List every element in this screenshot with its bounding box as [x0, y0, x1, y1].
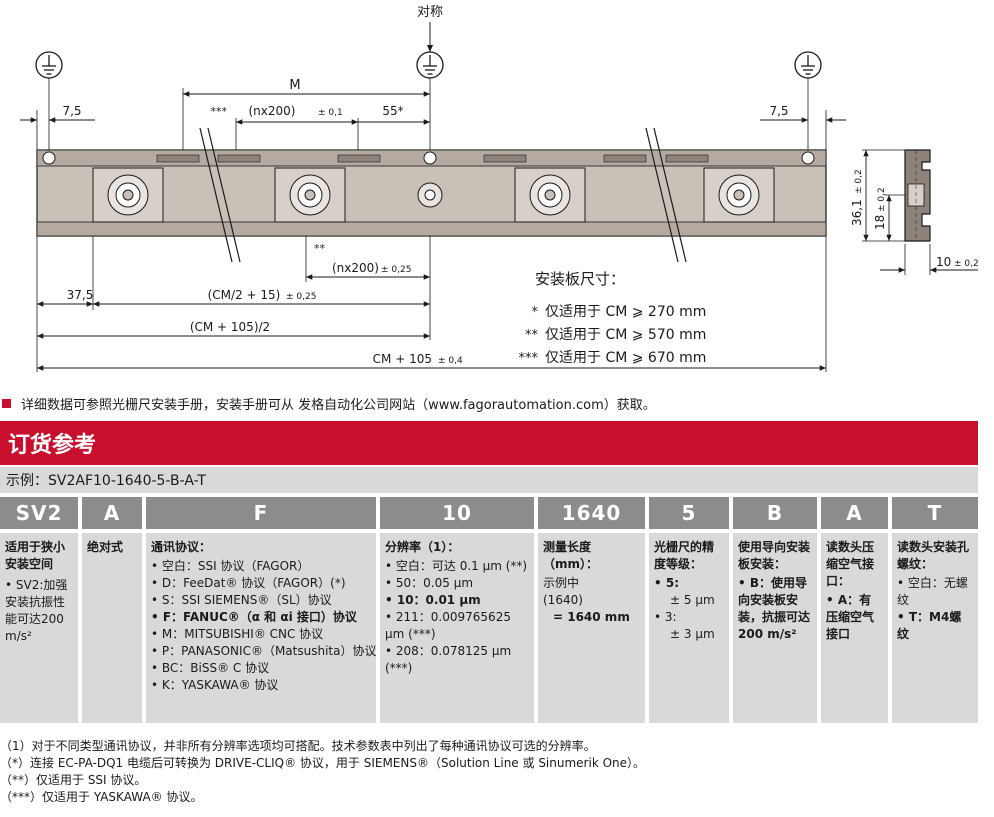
- plate-row-text: 仅适用于 CM ⩾ 670 mm: [545, 350, 706, 366]
- dim-m: M: [289, 78, 300, 93]
- column-line: • 3:: [654, 610, 677, 624]
- column-code: T: [892, 497, 978, 529]
- column-title: 使用导向安装板安装：: [738, 540, 811, 571]
- column-title: 分辨率（1）：: [385, 540, 460, 554]
- column-title: 读数头安装孔螺纹：: [897, 540, 970, 571]
- plate-row-mark: ***: [519, 351, 539, 366]
- side-361-tol: ± 0,2: [854, 169, 864, 194]
- footnotes: （1）对于不同类型通讯协议，并非所有分辨率选项均可搭配。技术参数表中列出了每种通…: [0, 738, 645, 806]
- ground-icon-center: [416, 51, 444, 79]
- column-line: • S：SSI SIEMENS®（SL）协议: [151, 593, 332, 607]
- column-line: • T：M4螺纹: [897, 610, 962, 641]
- column-line: • 211：0.009765625 µm (***): [385, 610, 511, 641]
- dim-375: 37,5: [67, 288, 94, 302]
- note-text: 详细数据可参照光栅尺安装手册，安装手册可从 发格自动化公司网站（www.fago…: [21, 397, 656, 413]
- column-line: • D：FeeDat® 协议（FAGOR）(*): [151, 576, 346, 590]
- column-line: • 50：0.05 µm: [385, 576, 474, 590]
- column-line: • 空白：SSI 协议（FAGOR）: [151, 559, 310, 573]
- column-line: ± 3 µm: [670, 627, 715, 641]
- column-line: • B：使用导向安装板安装，抗振可达200 m/s²: [738, 576, 811, 641]
- column-code: 1640: [538, 497, 645, 529]
- footnote: （1）对于不同类型通讯协议，并非所有分辨率选项均可搭配。技术参数表中列出了每种通…: [0, 739, 596, 753]
- column-line: • P：PANASONIC®（Matsushita）协议: [151, 644, 377, 658]
- column-length: 1640 测量长度（mm）： 示例中 (1640) = 1640 mm: [538, 497, 645, 723]
- footnote: （**）仅适用于 SSI 协议。: [0, 773, 147, 787]
- column-protocol: F 通讯协议： • 空白：SSI 协议（FAGOR） • D：FeeDat® 协…: [146, 497, 376, 723]
- plate-row-mark: **: [525, 328, 539, 343]
- column-code: A: [82, 497, 142, 529]
- column-air-inlet: A 读数头压缩空气接口： • A：有压缩空气接口: [821, 497, 888, 723]
- section-title: 订货参考: [0, 421, 978, 465]
- dim-55: 55*: [382, 104, 403, 118]
- column-line: • M：MITSUBISHI® CNC 协议: [151, 627, 324, 641]
- red-square-icon: [2, 398, 11, 408]
- column-line: • A：有压缩空气接口: [826, 593, 875, 641]
- side-profile: [904, 149, 931, 242]
- side-10-tol: ± 0,2: [954, 259, 979, 269]
- column-line: • F：FANUC®（α 和 αi 接口）协议: [151, 610, 357, 624]
- column-resolution: 10 分辨率（1）： • 空白：可达 0.1 µm (**) • 50：0.05…: [380, 497, 534, 723]
- column-code: F: [146, 497, 376, 529]
- download-note: 详细数据可参照光栅尺安装手册，安装手册可从 发格自动化公司网站（www.fago…: [0, 392, 656, 414]
- column-line: • 空白：可达 0.1 µm (**): [385, 559, 528, 573]
- order-example: 示例：SV2AF10-1640-5-B-A-T: [0, 467, 978, 493]
- column-thread: T 读数头安装孔螺纹： • 空白：无螺纹 • T：M4螺纹: [892, 497, 978, 723]
- dim-cm105-2: (CM + 105)/2: [190, 320, 270, 334]
- plate-row-text: 仅适用于 CM ⩾ 570 mm: [545, 327, 706, 343]
- side-18-tol: ± 0,2: [877, 187, 887, 212]
- symmetry-label: 对称: [417, 5, 443, 20]
- column-line: 示例中: [543, 576, 580, 590]
- dim-nx200-bottom: (nx200): [332, 261, 379, 275]
- column-line: = 1640 mm: [553, 610, 630, 624]
- column-mounting: B 使用导向安装板安装： • B：使用导向安装板安装，抗振可达200 m/s²: [733, 497, 817, 723]
- column-line: • 5:: [654, 576, 679, 590]
- column-title: 读数头压缩空气接口：: [826, 540, 875, 588]
- column-line: • 208：0.078125 µm (***): [385, 644, 512, 675]
- column-code: B: [733, 497, 817, 529]
- column-line: • SV2:加强安装抗振性能可达200 m/s²: [5, 578, 68, 643]
- plate-row-text: 仅适用于 CM ⩾ 270 mm: [545, 304, 706, 320]
- column-title: 通讯协议：: [151, 540, 212, 554]
- footnote: （***）仅适用于 YASKAWA® 协议。: [0, 790, 203, 804]
- dim-nx200-bottom-tol: ± 0,25: [381, 265, 411, 275]
- column-title: 绝对式: [87, 540, 124, 554]
- dim-cm2-15: (CM/2 + 15): [208, 288, 281, 302]
- plate-row-mark: *: [532, 305, 539, 320]
- plate-title: 安装板尺寸：: [535, 270, 625, 288]
- column-line: ± 5 µm: [670, 593, 715, 607]
- dimension-drawing: 对称 M 7,5 7,5 *** (nx200) ± 0,1 55*: [20, 5, 979, 372]
- ground-icon-left: [35, 51, 63, 79]
- order-code-grid: SV2 适用于狭小安装空间 • SV2:加强安装抗振性能可达200 m/s² A…: [0, 497, 978, 723]
- column-line: (1640): [543, 593, 583, 607]
- dim-nx200-top: (nx200): [249, 104, 296, 118]
- ground-icon-right: [794, 51, 822, 79]
- dim-double-star: **: [314, 242, 326, 255]
- dim-cm105: CM + 105: [373, 352, 432, 366]
- side-361: 36,1: [850, 199, 864, 226]
- side-18: 18: [873, 215, 887, 230]
- dim-left-75: 7,5: [62, 104, 81, 118]
- dim-cm105-tol: ± 0,4: [438, 356, 463, 366]
- column-code: 10: [380, 497, 534, 529]
- dim-right-75: 7,5: [769, 104, 788, 118]
- dim-cm2-15-tol: ± 0,25: [286, 292, 316, 302]
- column-line: • BC：BiSS® C 协议: [151, 661, 270, 675]
- column-code: A: [821, 497, 888, 529]
- column-title: 光栅尺的精度等级：: [654, 540, 715, 571]
- column-code: SV2: [0, 497, 78, 529]
- scale-body: [36, 149, 827, 237]
- column-title: 适用于狭小安装空间: [5, 540, 66, 571]
- column-title: 测量长度（mm）：: [543, 540, 599, 571]
- column-line: • K：YASKAWA® 协议: [151, 678, 279, 692]
- dim-nx200-top-tol: ± 0,1: [318, 108, 343, 118]
- column-sv2: SV2 适用于狭小安装空间 • SV2:加强安装抗振性能可达200 m/s²: [0, 497, 78, 723]
- dim-nx200-top-prefix: ***: [211, 105, 228, 118]
- footnote: （*）连接 EC-PA-DQ1 电缆后可转换为 DRIVE-CLIQ® 协议，用…: [0, 756, 646, 770]
- column-accuracy: 5 光栅尺的精度等级： • 5: ± 5 µm • 3: ± 3 µm: [649, 497, 729, 723]
- column-line: • 空白：无螺纹: [897, 576, 968, 607]
- column-code: 5: [649, 497, 729, 529]
- column-a-absolute: A 绝对式: [82, 497, 142, 723]
- side-10: 10: [936, 255, 951, 269]
- column-line: • 10：0.01 µm: [385, 593, 481, 607]
